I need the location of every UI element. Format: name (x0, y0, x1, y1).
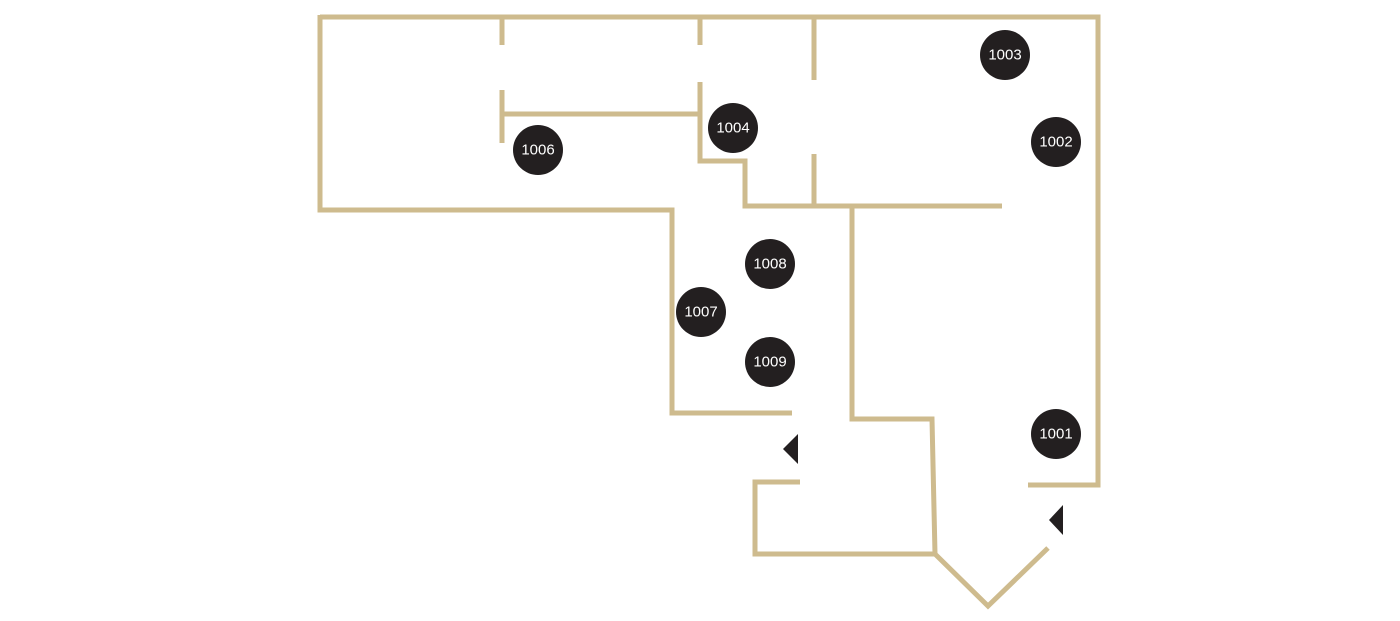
room-marker-1007[interactable]: 1007 (676, 287, 726, 337)
room-marker-1003[interactable]: 1003 (980, 30, 1030, 80)
room-label: 1008 (753, 256, 786, 273)
room-label: 1003 (988, 47, 1021, 64)
entrance-arrow-icon (1049, 505, 1063, 535)
outer-wall-north-east (320, 14, 1101, 488)
room-label: 1009 (753, 354, 786, 371)
entrance-wall (933, 546, 1050, 610)
partition-wall (697, 82, 1002, 209)
room-label: 1002 (1039, 134, 1072, 151)
room-label: 1004 (716, 120, 749, 137)
room-label: 1001 (1039, 426, 1072, 443)
entrance-arrow-icon (783, 434, 798, 464)
room-marker-1008[interactable]: 1008 (745, 239, 795, 289)
room-label: 1007 (684, 304, 717, 321)
room-marker-1006[interactable]: 1006 (513, 125, 563, 175)
room-marker-1009[interactable]: 1009 (745, 337, 795, 387)
outer-wall-west (317, 15, 792, 416)
walls (317, 14, 1101, 610)
room-label: 1006 (521, 142, 554, 159)
room-marker-1004[interactable]: 1004 (708, 103, 758, 153)
room-marker-1002[interactable]: 1002 (1031, 117, 1081, 167)
room-marker-1001[interactable]: 1001 (1031, 409, 1081, 459)
